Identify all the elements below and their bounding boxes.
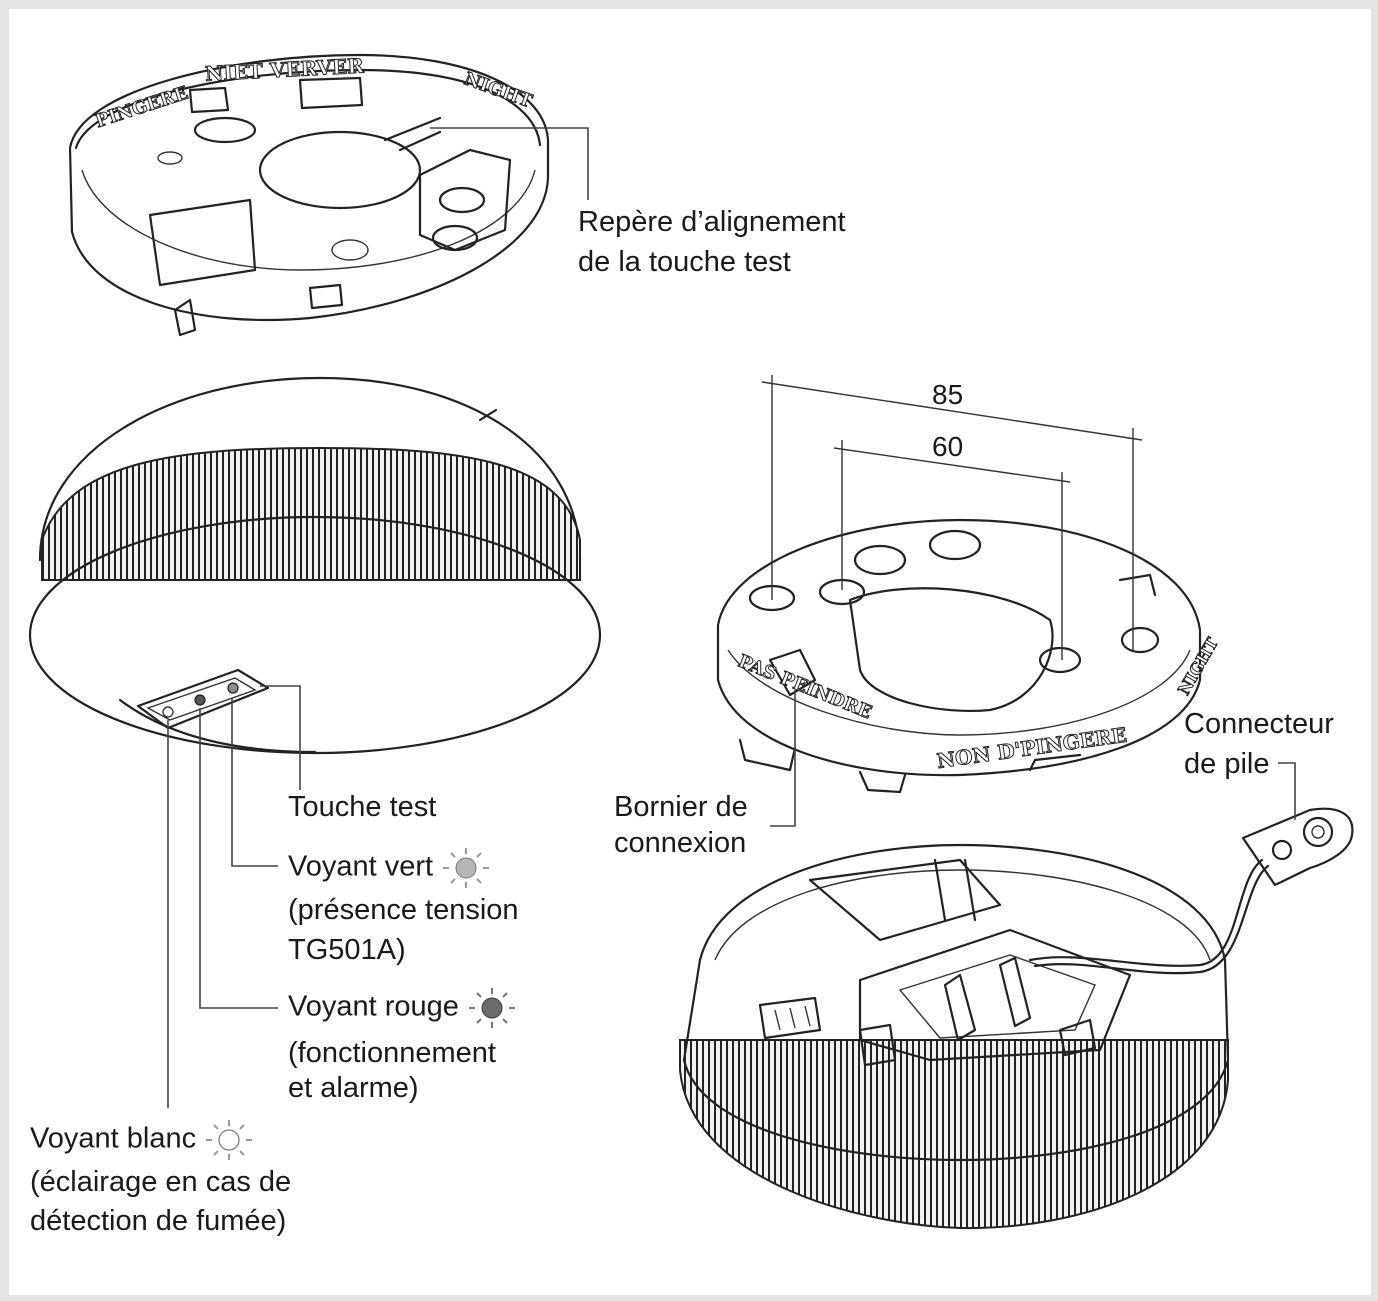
test-button-label: Touche test (288, 791, 437, 823)
red-led-label-line1: Voyant rouge (288, 986, 519, 1030)
test-button-leader (260, 685, 301, 790)
green-led-label-line1: Voyant vert (288, 846, 493, 890)
terminal-block-leader (770, 690, 796, 827)
green-led-label-line2: (présence tension (288, 894, 519, 926)
white-led-label-text: Voyant blanc (30, 1122, 197, 1155)
mounting-base-right: NON D'PINGERE PAS PEINDRE NIGHT (716, 375, 1223, 794)
sun-led-icon-red (468, 988, 515, 1028)
battery-connector-label-line1: Connecteur (1184, 708, 1334, 740)
dimension-outer: 85 (932, 379, 964, 410)
white-led-label-line2: (éclairage en cas de (30, 1166, 292, 1198)
mounting-base-top: NIET VERVER PINGERE NIGHT (68, 53, 550, 337)
battery-connector-label-line2: de pile (1184, 748, 1270, 780)
alignment-mark-label-line2: de la touche test (578, 246, 791, 278)
base-top-text-3: NIGHT (461, 68, 535, 112)
white-led-label-line1: Voyant blanc (30, 1118, 256, 1162)
base-top-text-1: NIET VERVER (204, 54, 364, 86)
sun-led-icon-green (443, 848, 490, 888)
red-led-dot (194, 694, 206, 706)
detector-back (679, 807, 1354, 1230)
battery-connector-leader (1278, 762, 1296, 820)
terminal-block-label-line1: Bornier de (614, 791, 748, 823)
white-led-dot (162, 706, 174, 718)
sun-led-icon-white (206, 1120, 253, 1160)
detector-front (28, 376, 602, 755)
white-led-label-line3: détection de fumée) (30, 1205, 287, 1237)
green-led-label-line3: TG501A) (288, 934, 406, 966)
red-led-label-line2: (fonctionnement (288, 1037, 496, 1069)
alignment-mark-leader (430, 127, 589, 200)
red-led-label-line3: et alarme) (288, 1072, 419, 1104)
test-button-dot (227, 682, 239, 694)
green-led-leader (231, 698, 278, 867)
red-led-leader (199, 708, 278, 1009)
dimension-inner: 60 (932, 431, 964, 462)
red-led-label-text: Voyant rouge (288, 990, 459, 1023)
terminal-block-label-line2: connexion (614, 827, 747, 859)
alignment-mark-label-line1: Repère d’alignement (578, 206, 846, 238)
green-led-label-text: Voyant vert (288, 850, 434, 883)
